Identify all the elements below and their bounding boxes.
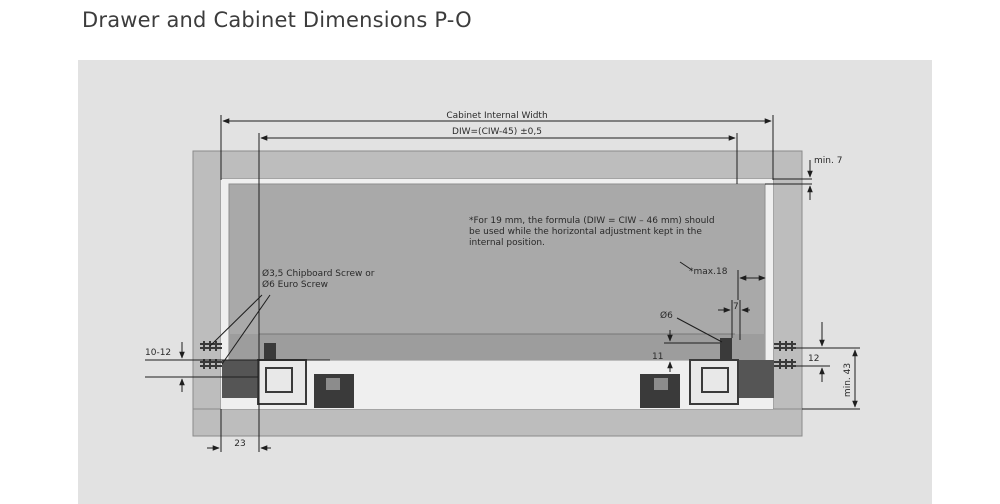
- dimensions: [145, 115, 860, 452]
- d6-leader: [676, 317, 723, 343]
- cabinet-top-wall: [192, 150, 803, 180]
- label-note-line1: *For 19 mm, the formula (DIW = CIW – 46 …: [469, 216, 715, 226]
- label-note-line3: internal position.: [469, 238, 545, 248]
- drawer-bottom-panel: [229, 334, 765, 360]
- label-23: 23: [234, 439, 245, 449]
- label-dim7: 7: [733, 302, 739, 312]
- right-runner: [640, 338, 796, 408]
- cabinet-bottom-wall: [192, 408, 803, 437]
- dimension-labels: Cabinet Internal Width DIW=(CIW-45) ±0,5…: [145, 111, 853, 449]
- label-12: 12: [808, 354, 819, 364]
- cabinet-right-wall: [772, 150, 803, 437]
- screw-leader-a: [209, 294, 263, 347]
- left-runner: [200, 341, 354, 408]
- left-runner-lock-knob: [326, 378, 340, 390]
- drawer-front: [228, 183, 766, 361]
- label-10-12: 10-12: [145, 348, 171, 358]
- label-d6: Ø6: [660, 310, 673, 321]
- left-runner-pin: [264, 343, 276, 360]
- right-runner-clip: [701, 367, 729, 393]
- right-runner-bracket: [689, 359, 739, 405]
- label-diw-formula: DIW=(CIW-45) ±0,5: [452, 127, 542, 137]
- screw-leader-b: [221, 294, 271, 365]
- label-min43: min. 43: [843, 363, 853, 397]
- right-runner-rail: [738, 360, 774, 398]
- label-screw-line2: Ø6 Euro Screw: [262, 279, 328, 290]
- max18-leader: [679, 261, 693, 271]
- right-screw: [774, 341, 796, 369]
- right-runner-lock-knob: [654, 378, 668, 390]
- drawer: [228, 183, 766, 361]
- label-cabinet-internal-width: Cabinet Internal Width: [446, 111, 547, 121]
- label-screw-line1: Ø3,5 Chipboard Screw or: [262, 268, 375, 279]
- label-11: 11: [652, 352, 663, 362]
- left-runner-rail: [222, 360, 258, 398]
- page-title: Drawer and Cabinet Dimensions P-O: [82, 8, 472, 32]
- label-note-line2: be used while the horizontal adjustment …: [469, 227, 702, 237]
- right-runner-pin: [720, 338, 732, 360]
- cabinet-left-wall: [192, 150, 222, 437]
- left-runner-clip: [265, 367, 293, 393]
- label-min7: min. 7: [814, 156, 842, 166]
- label-max18: *max.18: [689, 267, 728, 277]
